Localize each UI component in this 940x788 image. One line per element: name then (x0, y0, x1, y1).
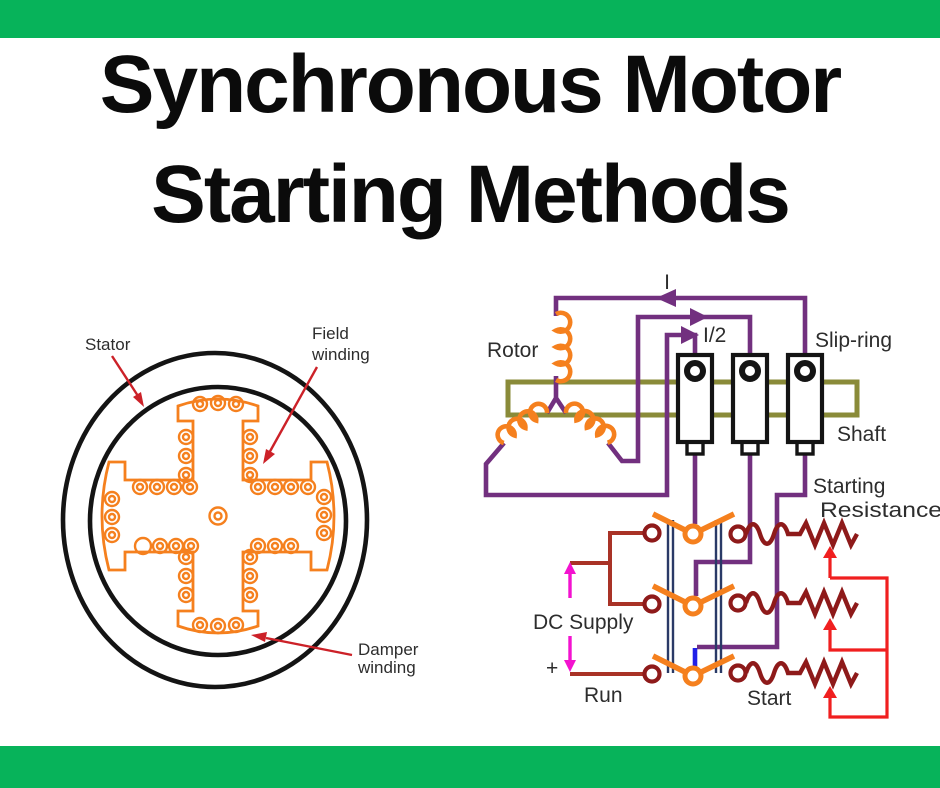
start-contact-1 (728, 524, 748, 544)
starting-resistance-label-line1: Starting (813, 475, 885, 498)
switch-gang-link-bars (666, 520, 723, 673)
starting-resistance-label-line2: Resistance (820, 499, 940, 522)
current-label: I (664, 271, 670, 294)
slip-ring-label: Slip-ring (815, 329, 892, 352)
dc-supply-wires (570, 531, 645, 676)
start-contact-3 (728, 663, 748, 683)
page-title-line2: Starting Methods (151, 149, 791, 240)
run-contact-2 (642, 594, 662, 614)
rotor-star-coils (495, 310, 617, 446)
resistance-feedback-path (823, 546, 889, 719)
top-green-bar (0, 0, 940, 38)
run-contact-3 (642, 664, 662, 684)
shaft-label: Shaft (837, 423, 886, 446)
run-label: Run (584, 684, 623, 707)
field-winding-coils (103, 394, 333, 635)
damper-winding-arrow (251, 632, 353, 657)
damper-winding-label-line1: Damper (358, 640, 419, 659)
half-current-label: I/2 (703, 324, 726, 347)
starter-circuit-diagram: I I/2 Rotor Slip-ring Shaft Starting Res… (483, 271, 940, 719)
start-label: Start (747, 687, 792, 710)
field-winding-label-line2: winding (311, 345, 370, 364)
run-contact-1 (642, 523, 662, 543)
start-contact-2 (728, 593, 748, 613)
page-title-line1: Synchronous Motor (99, 39, 842, 130)
rotor-pole-cross (100, 397, 336, 635)
slip-ring-2 (730, 352, 770, 456)
motor-cross-section-diagram: Stator Field winding Damper winding (60, 324, 419, 690)
rotor-label: Rotor (487, 339, 538, 362)
field-winding-label-line1: Field (312, 324, 349, 343)
starting-resistors (743, 517, 859, 690)
switch-pivot-2 (682, 595, 704, 617)
dc-supply-arrows (564, 562, 576, 672)
slip-ring-to-starter-wires (692, 454, 808, 650)
dc-supply-label: DC Supply (533, 611, 634, 634)
bottom-green-bar (0, 746, 940, 788)
switch-pivot-3 (682, 665, 704, 687)
stator-label: Stator (85, 335, 131, 354)
starter-switches (642, 511, 748, 687)
slip-ring-1 (675, 352, 715, 456)
stator-arrow (110, 355, 144, 407)
damper-winding-label-line2: winding (357, 658, 416, 677)
page-title: Synchronous Motor Starting Methods (0, 30, 940, 250)
slip-rings (675, 352, 825, 456)
plus-label: + (546, 657, 558, 680)
field-winding-arrow (263, 366, 319, 464)
switch-pivot-1 (682, 523, 704, 545)
slip-ring-3 (785, 352, 825, 456)
